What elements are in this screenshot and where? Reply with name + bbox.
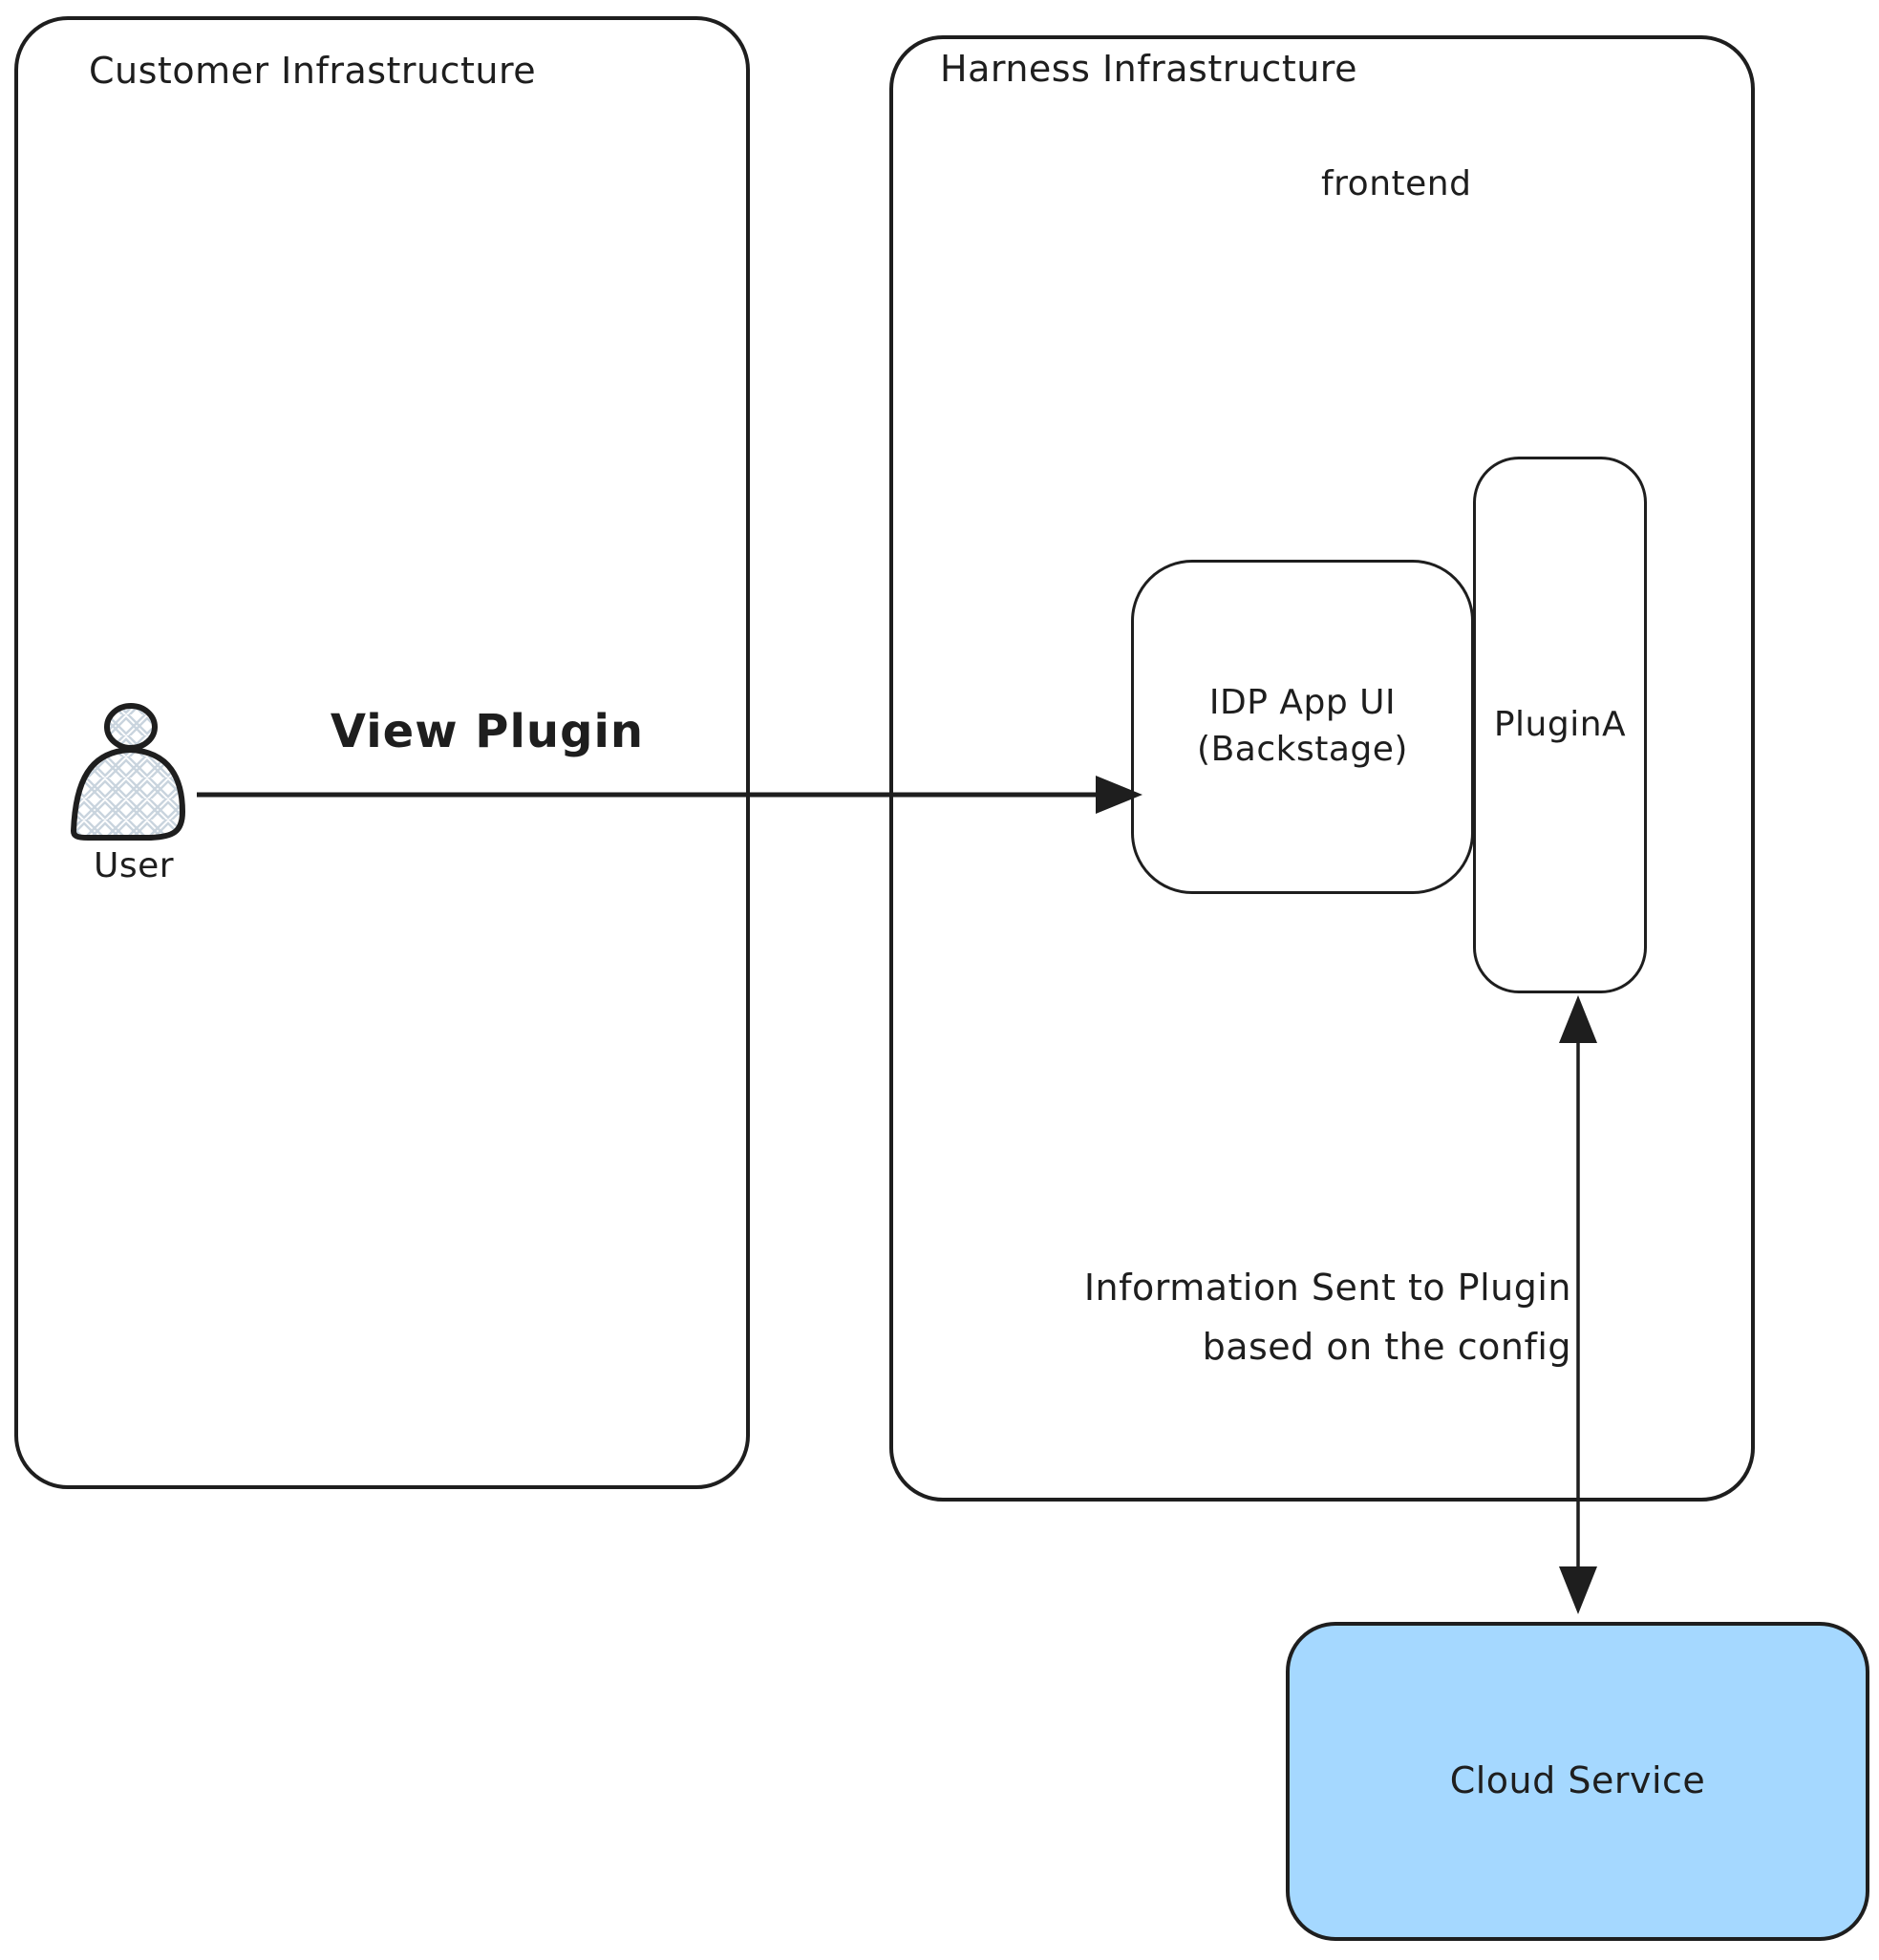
user-label: User (93, 846, 175, 885)
customer-infrastructure-box (14, 16, 750, 1489)
idp-app-ui-label-line1: IDP App UI (1208, 683, 1397, 723)
cloud-service-node (1286, 1622, 1869, 1941)
idp-app-ui-node (1131, 560, 1474, 894)
plugin-a-label: PluginA (1473, 457, 1647, 993)
plugin-a-node (1473, 457, 1647, 993)
cloud-service-label: Cloud Service (1286, 1622, 1869, 1941)
info-arrow-label-line1: Information Sent to Plugin (1083, 1267, 1571, 1309)
plugin-a-label-text: PluginA (1493, 704, 1627, 744)
idp-app-ui-label-line2: (Backstage) (1197, 730, 1408, 769)
idp-app-ui-label: IDP App UI (Backstage) (1131, 560, 1474, 894)
customer-infrastructure-title: Customer Infrastructure (89, 50, 537, 92)
cloud-service-label-text: Cloud Service (1449, 1759, 1706, 1802)
frontend-label: frontend (1321, 164, 1472, 203)
info-arrow-label-line2: based on the config (1202, 1325, 1571, 1368)
view-plugin-arrow-label: View Plugin (330, 705, 645, 758)
harness-infrastructure-title: Harness Infrastructure (940, 48, 1357, 90)
harness-infrastructure-box (889, 35, 1755, 1502)
info-arrow-label: Information Sent to Plugin based on the … (955, 1259, 1571, 1377)
